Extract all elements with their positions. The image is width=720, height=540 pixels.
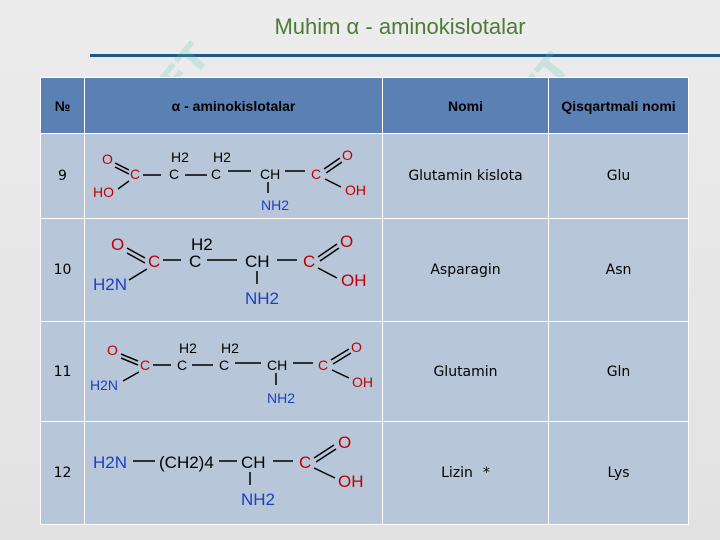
atom-c-a: C xyxy=(169,166,179,182)
atom-c-right: C xyxy=(303,252,315,271)
structure-cell: O C H2N H2 C CH C O xyxy=(84,218,383,322)
row-abbr: Asn xyxy=(548,218,689,322)
atom-h2-b: H2 xyxy=(213,149,231,165)
atom-c-right: C xyxy=(311,166,321,182)
atom-o-right: O xyxy=(338,433,351,452)
title-text: Muhim α - aminokislotalar xyxy=(274,14,526,39)
atom-oh: OH xyxy=(338,472,364,491)
structure-cell: O C HO H2 C H2 C CH xyxy=(84,133,383,219)
atom-h2-a: H2 xyxy=(179,340,197,356)
atom-oh: OH xyxy=(352,374,373,390)
atom-nh2: NH2 xyxy=(261,197,289,213)
atom-c-right: C xyxy=(299,453,311,472)
atom-h2n: H2N xyxy=(93,275,127,294)
atom-o-right: O xyxy=(340,232,353,251)
table-row: 11 O C H2N H2 C H2 C xyxy=(40,321,689,422)
header-number: № xyxy=(40,77,85,134)
header-abbr: Qisqartmali nomi xyxy=(548,77,689,134)
row-number: 9 xyxy=(40,133,85,219)
atom-c-mid: C xyxy=(189,252,201,271)
atom-c-b: C xyxy=(211,166,221,182)
atom-ho: HO xyxy=(93,184,114,200)
atom-h2n: H2N xyxy=(90,377,118,393)
atom-nh2: NH2 xyxy=(245,289,279,308)
atom-oh: OH xyxy=(345,182,366,198)
atom-o-right: O xyxy=(351,339,362,355)
atom-ch2: (CH2)4 xyxy=(159,453,214,472)
row-name: Asparagin xyxy=(382,218,549,322)
atom-c-a: C xyxy=(177,357,187,373)
atom-c-b: C xyxy=(219,357,229,373)
atom-ch: CH xyxy=(241,453,266,472)
row-name: Glutamin xyxy=(382,321,549,422)
row-name: Glutamin kislota xyxy=(382,133,549,219)
row-number: 11 xyxy=(40,321,85,422)
atom-ch: CH xyxy=(260,166,280,182)
lysine-formula: H2N (CH2)4 CH C O OH NH2 xyxy=(93,433,364,509)
atom-o-left: O xyxy=(111,235,124,254)
atom-h2: H2 xyxy=(191,235,213,254)
row-abbr: Lys xyxy=(548,421,689,525)
row-name-cell: Lizin * xyxy=(382,421,549,525)
atom-nh2: NH2 xyxy=(241,490,275,509)
glutamine-formula: O C H2N H2 C H2 C CH xyxy=(90,339,373,406)
atom-o-left: O xyxy=(107,342,118,358)
atom-o-right: O xyxy=(342,147,353,163)
table-row: 12 H2N (CH2)4 CH C O OH xyxy=(40,421,689,525)
slide-title: Muhim α - aminokislotalar xyxy=(0,14,720,40)
header-name: Nomi xyxy=(382,77,549,134)
atom-ch: CH xyxy=(245,252,270,271)
row-name: Lizin xyxy=(441,465,473,481)
atom-o-left: O xyxy=(102,151,113,167)
title-underline xyxy=(90,54,720,57)
atom-c-left: C xyxy=(140,357,150,373)
atom-c-left: C xyxy=(130,166,140,182)
row-star: * xyxy=(482,465,490,481)
table-header-row: № α - aminokislotalar Nomi Qisqartmali n… xyxy=(40,77,689,134)
atom-h2-b: H2 xyxy=(221,340,239,356)
atom-ch: CH xyxy=(267,357,287,373)
header-amino: α - aminokislotalar xyxy=(84,77,383,134)
asparagine-formula: O C H2N H2 C CH C O xyxy=(93,232,367,308)
atom-h2n: H2N xyxy=(93,453,127,472)
structure-cell: O C H2N H2 C H2 C CH xyxy=(84,321,383,422)
atom-nh2: NH2 xyxy=(267,390,295,406)
atom-c-left: C xyxy=(148,252,160,271)
atom-oh: OH xyxy=(341,271,367,290)
table-row: 9 O C HO H2 C H2 C xyxy=(40,133,689,219)
row-number: 10 xyxy=(40,218,85,322)
atom-h2-a: H2 xyxy=(171,149,189,165)
row-abbr: Gln xyxy=(548,321,689,422)
row-abbr: Glu xyxy=(548,133,689,219)
structure-cell: H2N (CH2)4 CH C O OH NH2 xyxy=(84,421,383,525)
amino-acid-table: № α - aminokislotalar Nomi Qisqartmali n… xyxy=(40,77,689,525)
row-number: 12 xyxy=(40,421,85,525)
atom-c-right: C xyxy=(318,357,328,373)
glutamic-acid-formula: O C HO H2 C H2 C CH xyxy=(93,147,366,213)
table-row: 10 O C H2N H2 C CH xyxy=(40,218,689,322)
